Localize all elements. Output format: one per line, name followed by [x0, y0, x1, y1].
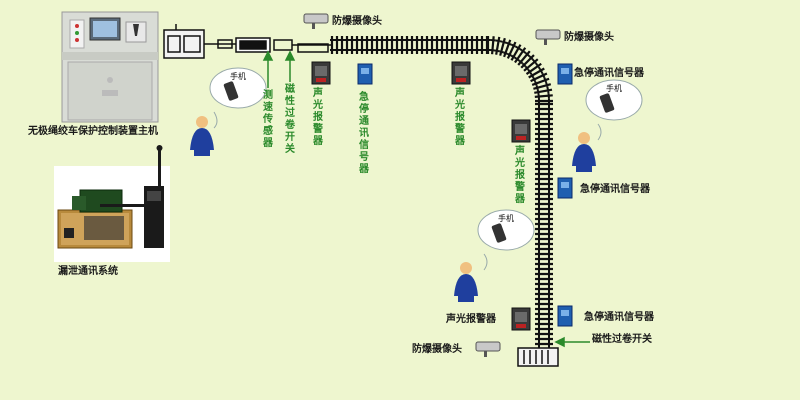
- camera-icon: [303, 13, 329, 29]
- track-segment: [514, 56, 517, 60]
- track-segment: [545, 81, 548, 85]
- track-segment: [515, 45, 519, 49]
- phone-label: 手机: [498, 214, 514, 223]
- speed-sensor-label: 测速传感器: [263, 90, 273, 149]
- track-segment: [517, 50, 531, 66]
- track-segment: [510, 44, 522, 61]
- phone-bubble: [477, 209, 535, 271]
- sound-light-alarm: [451, 61, 471, 85]
- track-segment: [531, 77, 550, 86]
- sound-light-alarm-label: 声光报警器: [455, 88, 465, 147]
- track-segment: [529, 72, 533, 75]
- emergency-stop-label: 急停通讯信号器: [584, 312, 654, 323]
- leaky-comm-label: 漏泄通讯系统: [58, 266, 118, 277]
- emergency-stop-label: 急停通讯信号器: [359, 92, 369, 175]
- camera-icon: [535, 29, 561, 45]
- track-segment: [506, 41, 517, 59]
- emergency-stop-device: [557, 63, 573, 85]
- emergency-stop-device: [557, 305, 573, 327]
- track-segment: [520, 54, 535, 69]
- track-segment: [528, 67, 545, 79]
- emergency-stop-device: [557, 177, 573, 199]
- phone-bubble: [209, 67, 267, 129]
- main-control-unit: [61, 11, 159, 123]
- emergency-stop-device: [357, 63, 373, 85]
- magnetic-switch-label: 磁性过卷开关: [592, 334, 652, 345]
- arrow-icon: [262, 50, 590, 348]
- winch-head: [163, 24, 332, 59]
- track-segment: [530, 72, 548, 83]
- track-segment: [517, 58, 521, 62]
- track-segment: [535, 62, 539, 66]
- sound-light-alarm-label: 声光报警器: [446, 314, 496, 325]
- sound-light-alarm-label: 声光报警器: [313, 88, 323, 147]
- track-segment: [499, 40, 503, 43]
- track-segment: [499, 37, 506, 56]
- leaky-comm-radio: [54, 145, 170, 262]
- emergency-stop-label: 急停通讯信号器: [580, 184, 650, 195]
- track-segment: [537, 66, 541, 70]
- track-segment: [523, 58, 539, 72]
- track-segment: [534, 94, 553, 98]
- track-segment: [495, 36, 501, 55]
- track-segment: [525, 62, 542, 75]
- camera-label: 防爆摄像头: [412, 344, 462, 355]
- track-segment: [540, 70, 544, 74]
- sound-light-alarm: [511, 307, 531, 331]
- sound-light-alarm-label: 声光报警器: [515, 146, 525, 205]
- track-segment: [514, 47, 527, 64]
- tail-unit: [517, 347, 559, 367]
- track-segment: [503, 39, 512, 58]
- track-segment: [527, 68, 531, 72]
- camera-icon: [475, 341, 501, 357]
- track-segment: [523, 50, 527, 54]
- track-segment: [533, 83, 552, 90]
- track-segment: [534, 88, 553, 94]
- worker-figure: [454, 262, 478, 302]
- worker-figure: [572, 132, 596, 172]
- phone-label: 手机: [606, 84, 622, 93]
- phone-bubble: [585, 79, 643, 141]
- magnetic-switch-label: 磁性过卷开关: [285, 84, 295, 155]
- rail-track: [330, 36, 553, 356]
- emergency-stop-label: 急停通讯信号器: [574, 68, 644, 79]
- track-segment: [546, 86, 549, 90]
- track-segment: [504, 41, 508, 44]
- camera-label: 防爆摄像头: [332, 16, 382, 27]
- track-segment: [491, 36, 495, 55]
- phone-label: 手机: [230, 72, 246, 81]
- main-unit-label: 无极绳绞车保护控制装置主机: [28, 126, 158, 137]
- sound-light-alarm: [511, 119, 531, 143]
- camera-label: 防爆摄像头: [564, 32, 614, 43]
- track-segment: [519, 48, 523, 52]
- worker-figure: [190, 116, 214, 156]
- sound-light-alarm: [311, 61, 331, 85]
